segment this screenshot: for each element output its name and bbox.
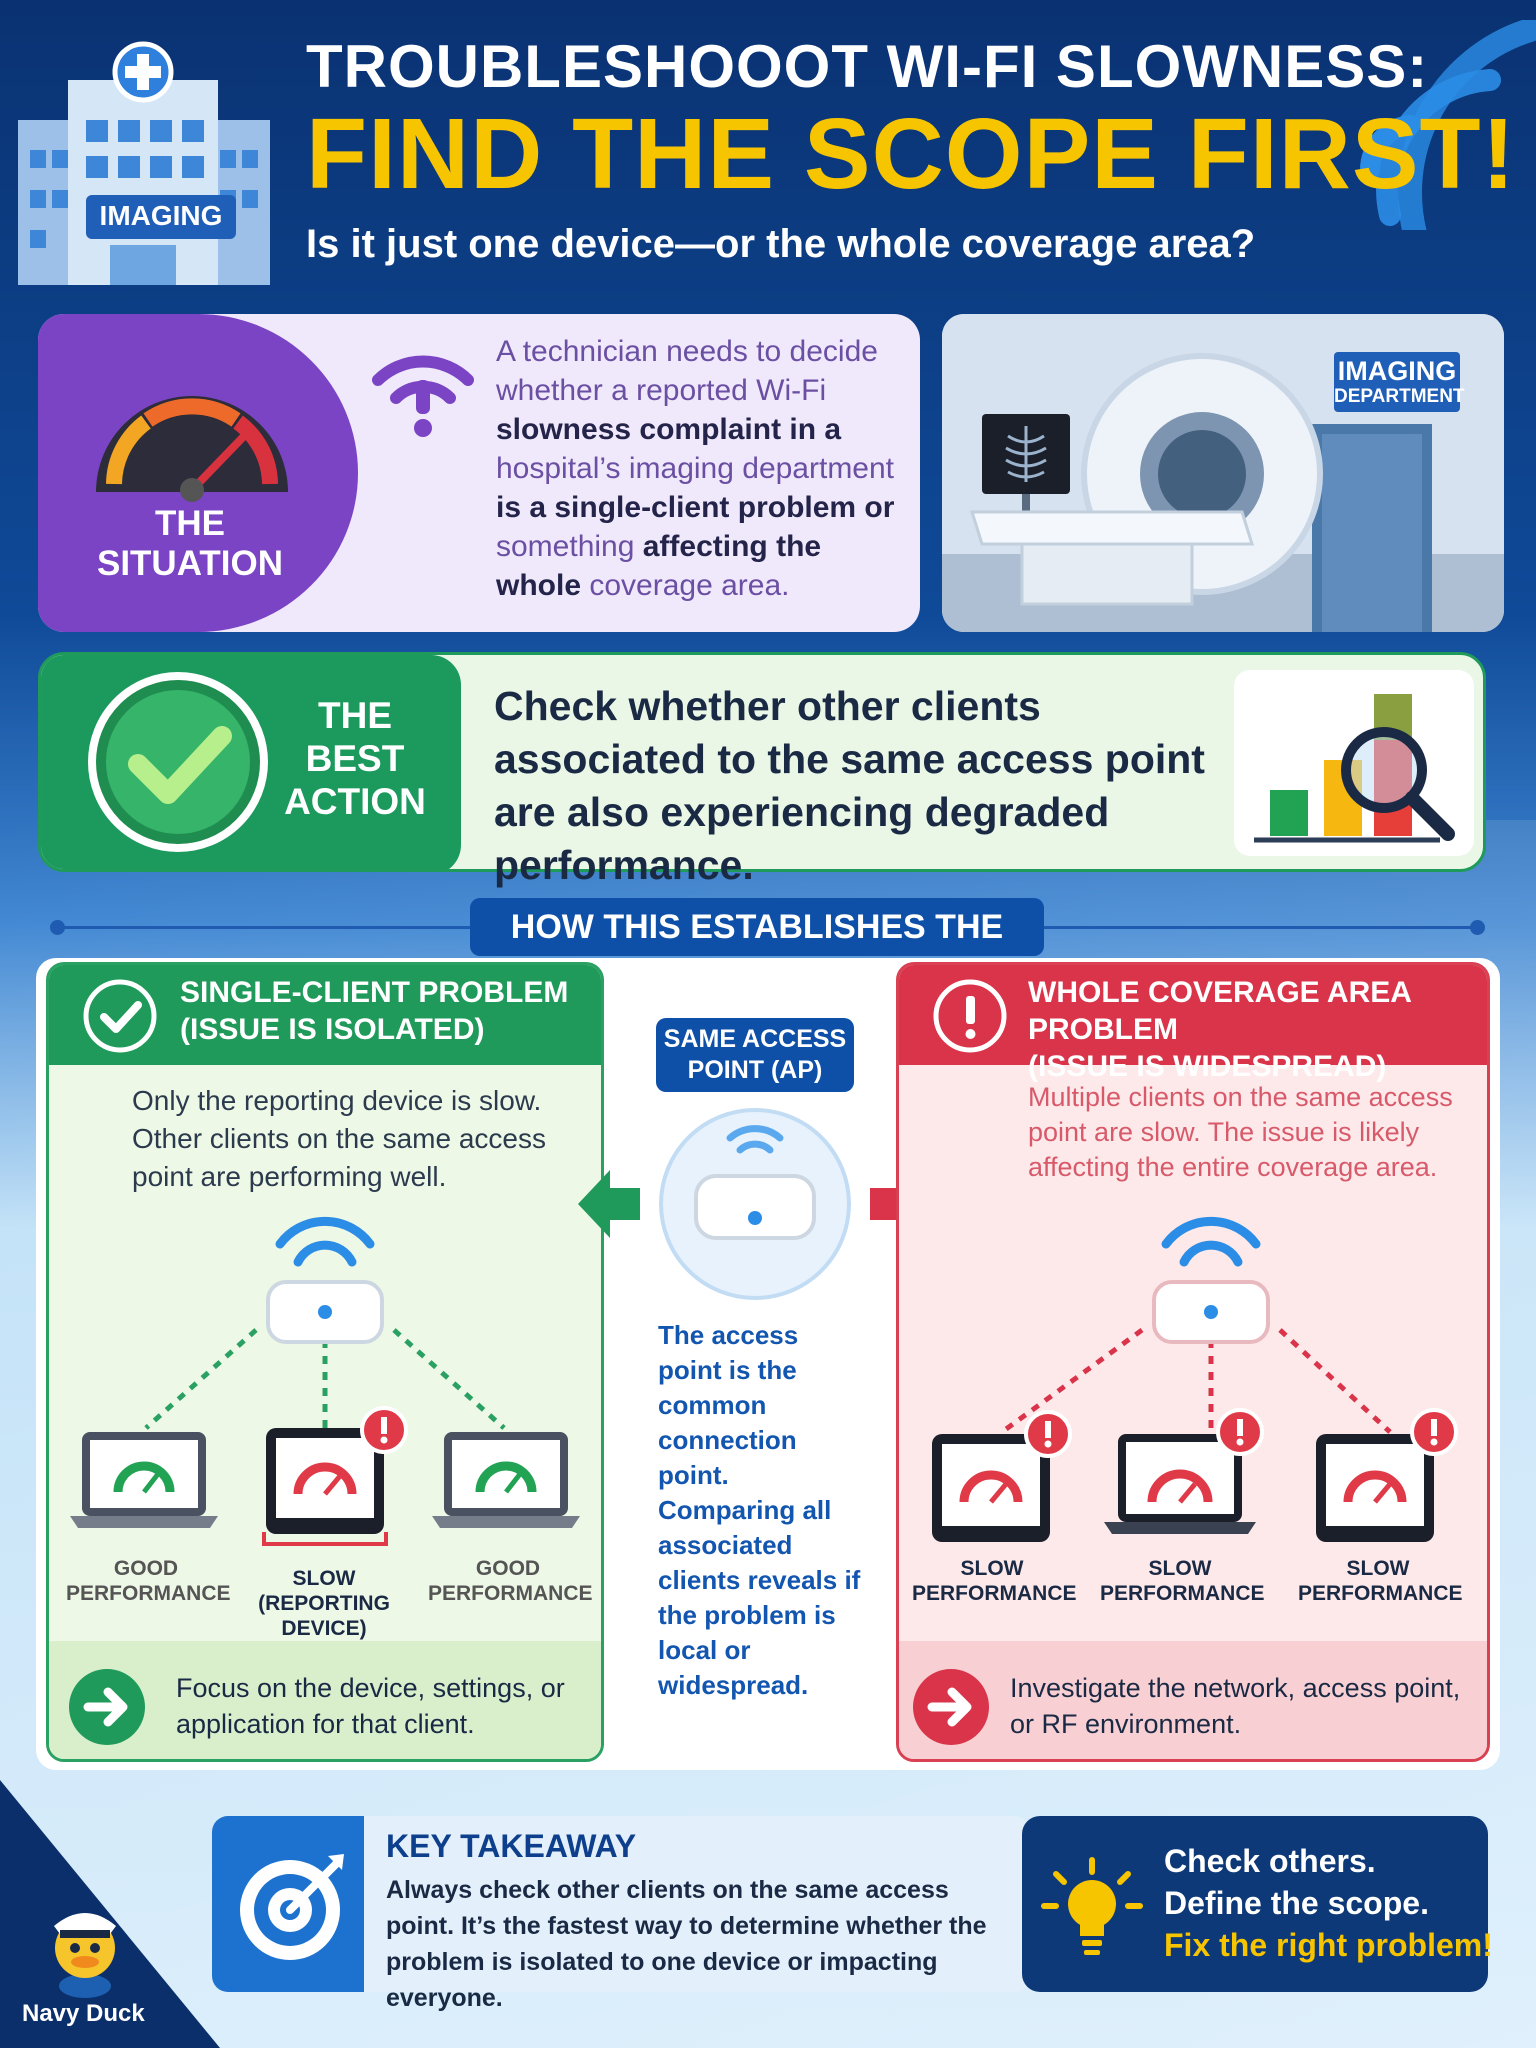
wifi-signal-icon <box>1359 20 1536 230</box>
sign-line2: DEPARTMENT <box>1334 386 1465 407</box>
imaging-department-sign: IMAGING DEPARTMENT <box>1334 356 1465 408</box>
device-label-slow-1: SLOW PERFORMANCE <box>912 1556 1077 1606</box>
situation-text: A technician needs to decide whether a r… <box>496 332 906 605</box>
ap-explanation: The access point is the common connectio… <box>658 1320 861 1700</box>
single-client-desc: Only the reporting device is slow. Other… <box>132 1085 546 1192</box>
tagline-line2: Define the scope. <box>1164 1885 1429 1921</box>
dev-l2: PERFORMANCE <box>912 1582 1077 1605</box>
wifi-alert-icon <box>372 355 474 437</box>
scope-title: HOW THIS ESTABLISHES THE SCOPE <box>470 898 1044 1004</box>
best-action-label: THE BEST ACTION <box>270 694 440 823</box>
brand-name: Navy Duck <box>22 2000 145 2027</box>
situation-text-part: affecting the whole <box>496 530 822 602</box>
single-title-line1: SINGLE-CLIENT PROBLEM <box>180 976 569 1009</box>
dev-l1: SLOW <box>292 1567 356 1590</box>
situation-text-part: something <box>496 530 643 563</box>
situation-text-part: coverage area. <box>581 569 790 602</box>
device-label-slow-3: SLOW PERFORMANCE <box>1298 1556 1463 1606</box>
device-label-slow: SLOW (REPORTING DEVICE) <box>224 1566 424 1641</box>
device-label-slow-2: SLOW PERFORMANCE <box>1100 1556 1265 1606</box>
hospital-building-icon <box>18 41 270 285</box>
sign-line1: IMAGING <box>1337 356 1457 386</box>
situation-text-part: slowness complaint in a <box>496 413 842 446</box>
key-takeaway-card <box>212 1816 1030 1992</box>
corner-accent <box>0 1780 220 2048</box>
exclamation-circle-icon <box>933 979 1007 1053</box>
same-ap-label: SAME ACCESS POINT (AP) <box>656 1018 854 1092</box>
device-label-good-2: GOOD PERFORMANCE <box>428 1556 593 1606</box>
whole-area-footer-text: Investigate the network, access point, o… <box>1010 1673 1461 1739</box>
whole-area-desc: Multiple clients on the same access poin… <box>1028 1082 1453 1182</box>
whole-title-line1: WHOLE COVERAGE AREA PROBLEM <box>1028 976 1411 1046</box>
arrow-right-icon <box>69 1669 145 1745</box>
page-subtitle: Is it just one device—or the whole cover… <box>306 222 1256 266</box>
best-label-line1: THE <box>318 695 392 736</box>
laptop-slow-2 <box>1104 1408 1264 1534</box>
page-title-line1: TROUBLESHOOOT WI-FI SLOWNESS: <box>306 33 1429 100</box>
device-label-good-1: GOOD PERFORMANCE <box>66 1556 231 1606</box>
tablet-slow-1 <box>932 1410 1072 1542</box>
best-label-line2: BEST <box>305 738 405 779</box>
dev-l2: PERFORMANCE <box>1298 1582 1463 1605</box>
lightbulb-icon <box>1041 1857 1143 1955</box>
single-client-diagram <box>70 1216 580 1546</box>
access-point-center-icon <box>578 1108 932 1300</box>
single-title-line2: (ISSUE IS ISOLATED) <box>180 1013 485 1046</box>
check-circle-icon <box>83 979 157 1053</box>
key-takeaway-text: Always check other clients on the same a… <box>386 1876 987 2012</box>
whole-title-line2: (ISSUE IS WIDESPREAD) <box>1028 1050 1387 1083</box>
single-client-title: SINGLE-CLIENT PROBLEM (ISSUE IS ISOLATED… <box>180 974 590 1048</box>
dev-l2: PERFORMANCE <box>66 1582 231 1605</box>
single-client-footer-text: Focus on the device, settings, or applic… <box>176 1673 565 1739</box>
dev-l1: GOOD <box>113 1557 179 1580</box>
ap-label-line2: POINT (AP) <box>687 1056 823 1084</box>
laptop-good-1 <box>70 1432 218 1528</box>
whole-area-diagram <box>932 1216 1458 1542</box>
whole-area-footer <box>899 1641 1487 1759</box>
tablet-slow <box>262 1406 408 1546</box>
situation-text-part: is a single-client problem or <box>496 491 895 524</box>
navy-duck-logo-icon <box>54 1913 116 1998</box>
tagline-line3: Fix the right problem! <box>1164 1927 1493 1963</box>
situation-label-line1: THE <box>155 504 225 543</box>
divider-dot-right <box>1470 920 1485 935</box>
building-sign: IMAGING <box>99 200 223 231</box>
situation-text-part: hospital’s imaging department <box>496 452 895 485</box>
tagline: Check others. Define the scope. Fix the … <box>1164 1840 1493 1966</box>
arrow-right-icon <box>913 1669 989 1745</box>
situation-label-line2: SITUATION <box>96 544 283 583</box>
checkmark-icon <box>88 672 268 852</box>
whole-area-card <box>896 962 1490 1762</box>
dev-l1: SLOW <box>1346 1557 1410 1580</box>
dev-l2: (REPORTING DEVICE) <box>258 1592 390 1640</box>
whole-area-title: WHOLE COVERAGE AREA PROBLEM (ISSUE IS WI… <box>1028 974 1478 1085</box>
chart-magnifier-illustration <box>1234 670 1474 856</box>
tablet-slow-3 <box>1316 1408 1458 1542</box>
situation-label: THE SITUATION <box>60 504 320 584</box>
dev-l1: SLOW <box>1148 1557 1212 1580</box>
speedometer-icon <box>96 396 288 502</box>
dev-l1: GOOD <box>475 1557 541 1580</box>
best-action-text: Check whether other clients associated t… <box>494 683 1205 888</box>
dev-l2: PERFORMANCE <box>1100 1582 1265 1605</box>
divider-dot-left <box>50 920 65 935</box>
situation-text-part: A technician needs to decide whether a r… <box>496 335 878 407</box>
laptop-good-2 <box>432 1432 580 1528</box>
page-title-line2: FIND THE SCOPE FIRST! <box>306 98 1516 210</box>
dev-l2: PERFORMANCE <box>428 1582 593 1605</box>
bar-chart-search-icon <box>1254 694 1455 843</box>
target-icon <box>240 1854 344 1960</box>
dev-l1: SLOW <box>960 1557 1024 1580</box>
ap-label-line1: SAME ACCESS <box>663 1025 847 1053</box>
mri-scanner-icon <box>942 314 1504 632</box>
key-takeaway-title: KEY TAKEAWAY <box>386 1828 637 1864</box>
best-label-line3: ACTION <box>284 781 426 822</box>
tagline-line1: Check others. <box>1164 1843 1376 1879</box>
imaging-room-illustration <box>942 314 1504 632</box>
